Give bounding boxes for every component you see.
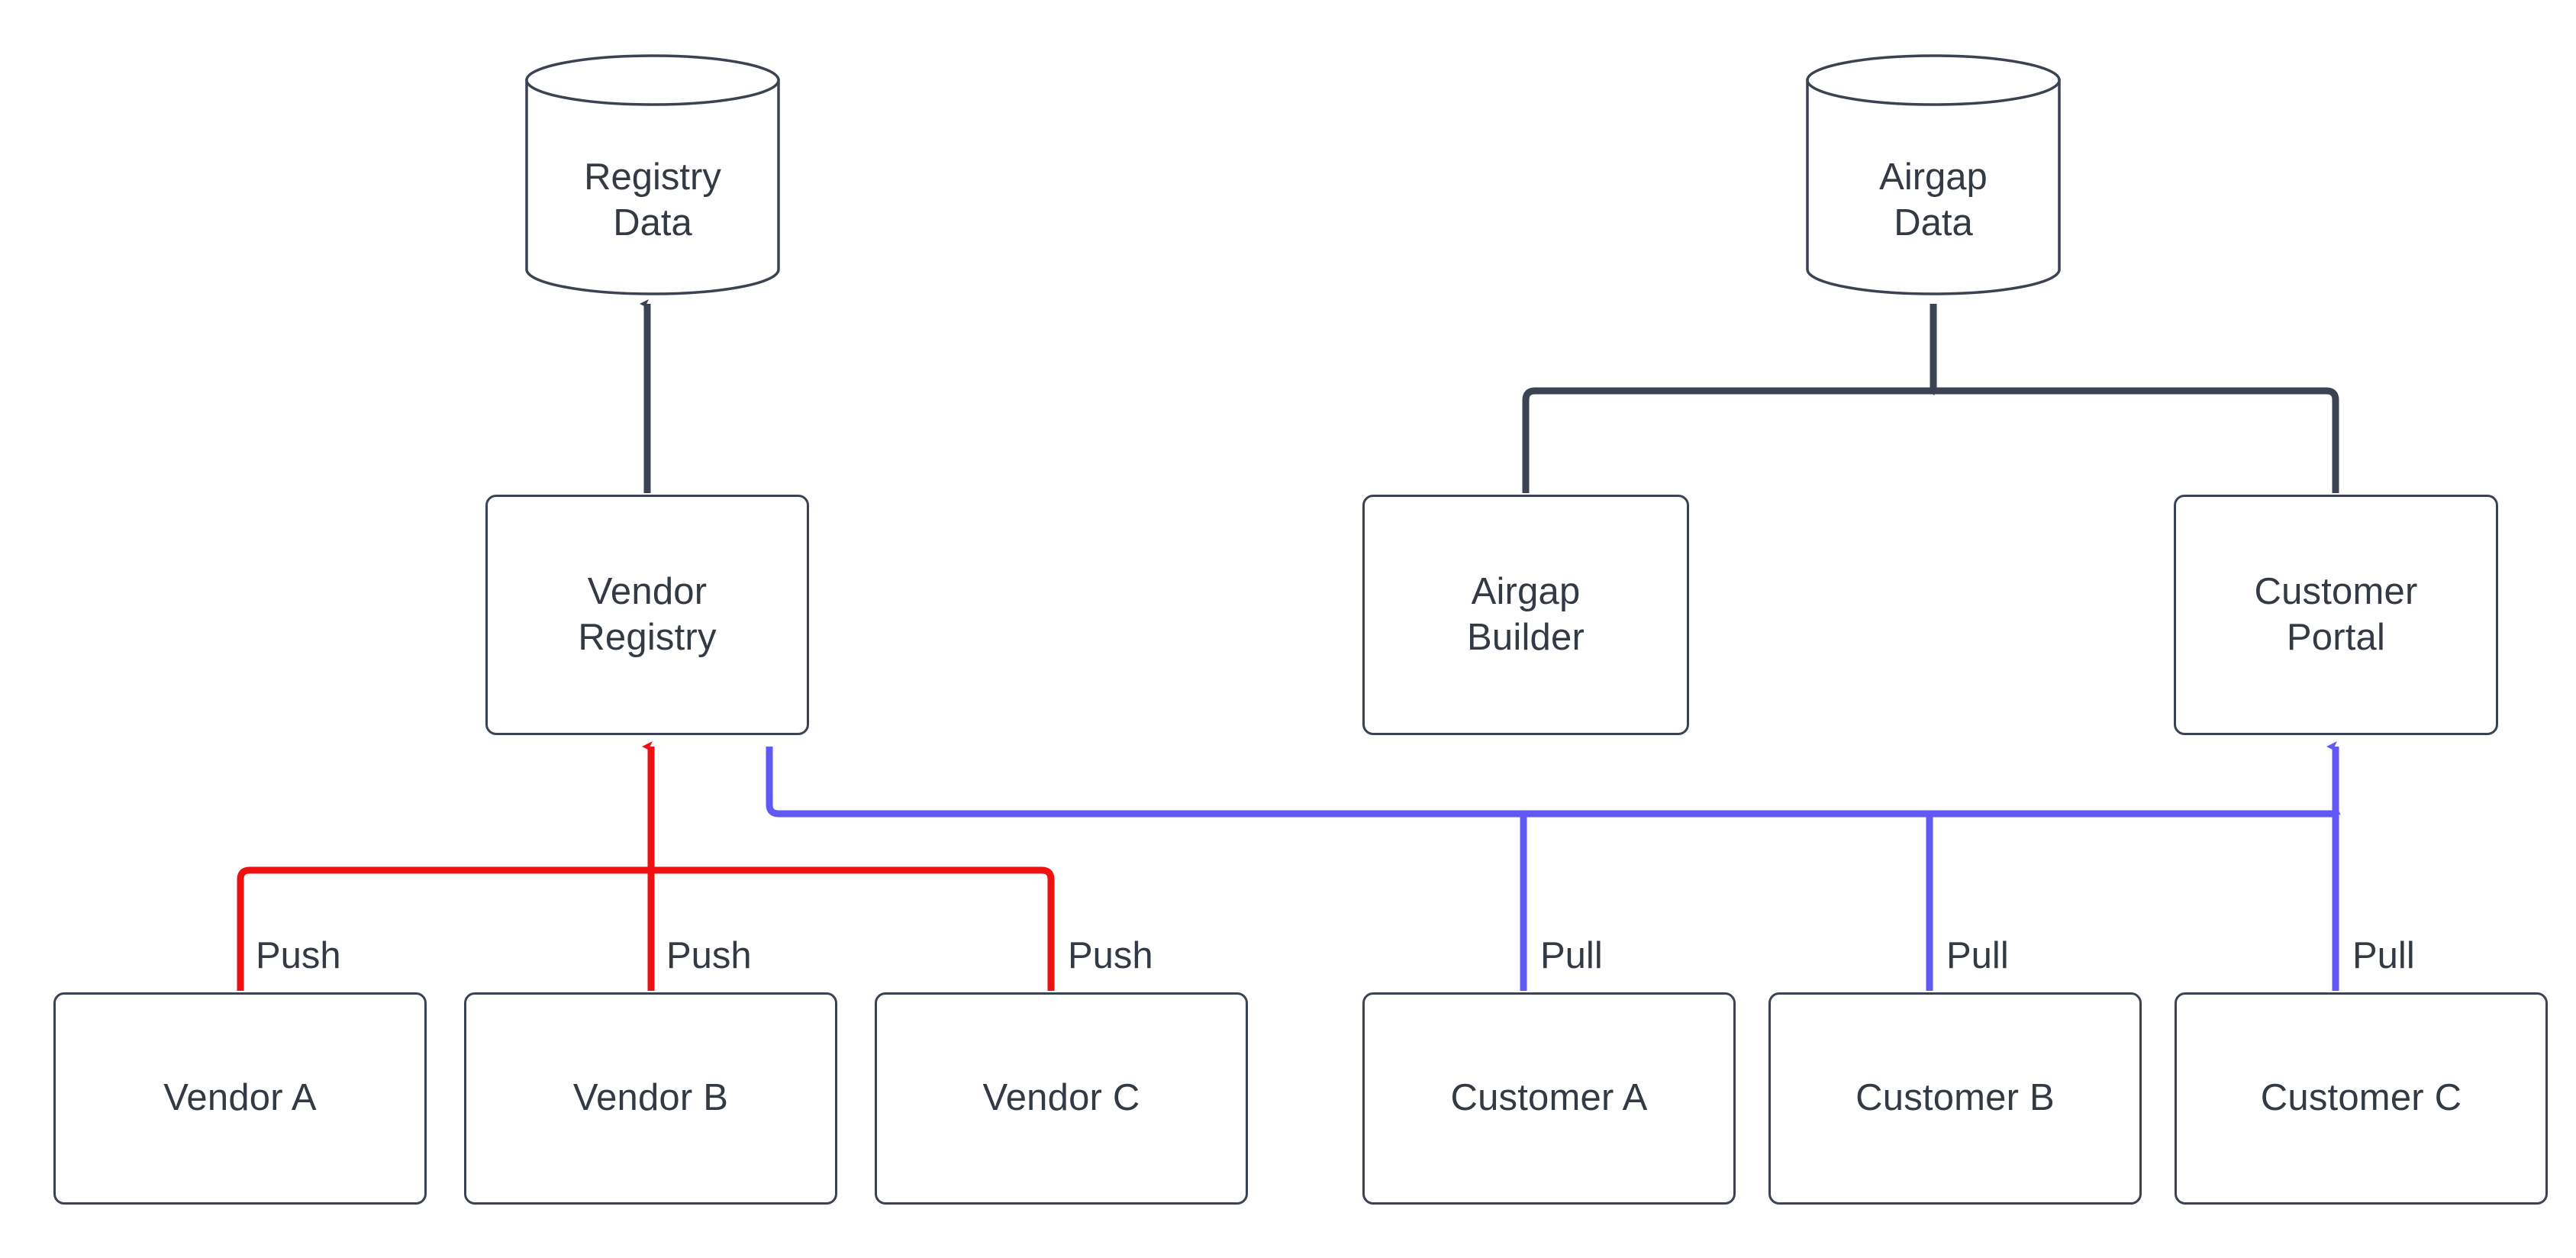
- node-vendor-registry[interactable]: Vendor Registry: [485, 495, 809, 735]
- datastore-airgap-data-label: Airgap Data: [1879, 156, 1988, 244]
- node-customer-c[interactable]: Customer C: [2175, 992, 2548, 1205]
- node-vendor-b[interactable]: Vendor B: [464, 992, 837, 1205]
- node-customer-c-label: Customer C: [2260, 1077, 2462, 1119]
- node-customer-a[interactable]: Customer A: [1362, 992, 1736, 1205]
- datastore-registry-data-label: Registry Data: [584, 156, 721, 244]
- edge-label-pull-customer-a: Pull: [1540, 935, 1603, 976]
- edge-label-pull-customer-b: Pull: [1946, 935, 2009, 976]
- connector-pull-bus: [766, 747, 2341, 818]
- datastore-airgap-data-shape: [1806, 54, 2061, 295]
- datastore-airgap-data: Airgap Data: [1807, 56, 2059, 294]
- datastore-registry-data: Registry Data: [527, 56, 779, 294]
- node-vendor-registry-label: Vendor Registry: [578, 570, 717, 658]
- edge-label-push-vendor-a: Push: [256, 935, 341, 976]
- node-vendor-c[interactable]: Vendor C: [875, 992, 1248, 1205]
- node-vendor-a[interactable]: Vendor A: [53, 992, 427, 1205]
- node-customer-portal[interactable]: Customer Portal: [2174, 495, 2498, 735]
- edge-label-push-vendor-c: Push: [1068, 935, 1153, 976]
- node-customer-b[interactable]: Customer B: [1768, 992, 2142, 1205]
- node-customer-portal-label: Customer Portal: [2254, 570, 2418, 658]
- connector-airgap-bus: [1522, 387, 2339, 493]
- node-airgap-builder-label: Airgap Builder: [1467, 570, 1585, 658]
- node-airgap-builder[interactable]: Airgap Builder: [1362, 495, 1689, 735]
- node-vendor-b-label: Vendor B: [572, 1077, 729, 1119]
- edge-label-push-vendor-b: Push: [666, 935, 752, 976]
- node-vendor-c-label: Vendor C: [982, 1077, 1140, 1119]
- edge-label-pull-customer-c: Pull: [2352, 935, 2415, 976]
- datastore-registry-data-shape: [525, 54, 780, 295]
- node-vendor-a-label: Vendor A: [163, 1077, 317, 1119]
- connector-push-bus: [237, 866, 1055, 991]
- node-customer-b-label: Customer B: [1855, 1077, 2055, 1119]
- node-customer-a-label: Customer A: [1450, 1077, 1648, 1119]
